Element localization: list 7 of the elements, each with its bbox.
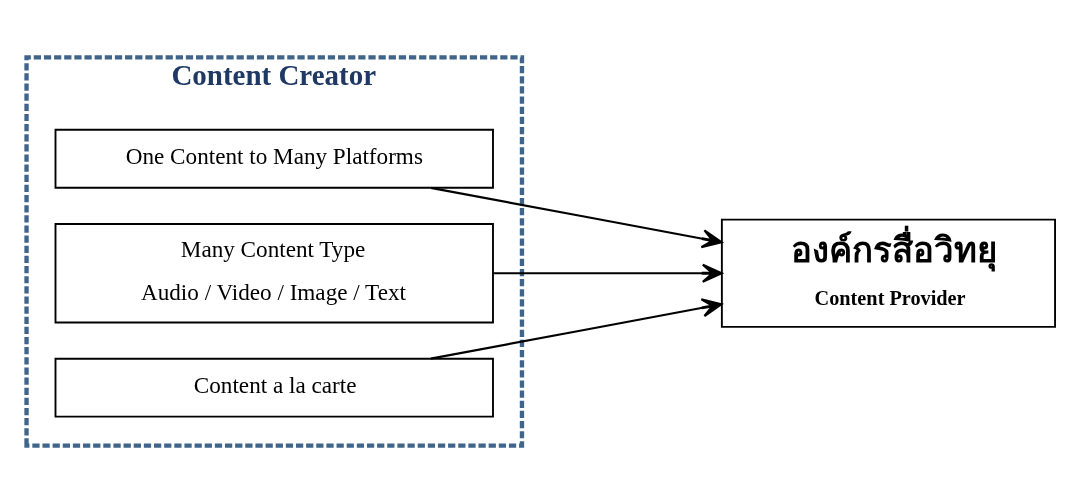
arrow [430, 186, 723, 248]
node-box: Content a la carte [54, 357, 494, 418]
node-box: องค์กรสื่อวิทยุ Content Provider [720, 218, 1056, 328]
arrow [493, 263, 723, 283]
node-box: Many Content Type Audio / Video / Image / Text [54, 222, 494, 323]
arrow [430, 297, 723, 360]
node-box: One Content to Many Platforms [54, 128, 494, 189]
